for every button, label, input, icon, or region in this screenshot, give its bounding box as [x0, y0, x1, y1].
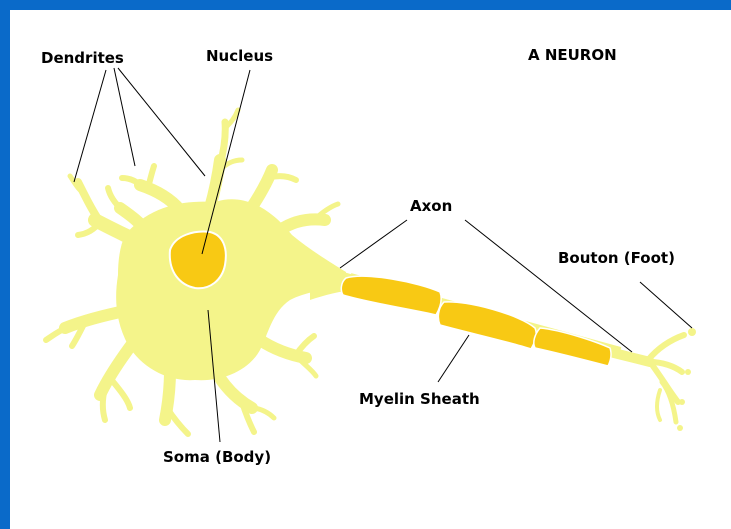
- label-bouton: Bouton (Foot): [558, 251, 675, 266]
- label-soma: Soma (Body): [163, 450, 271, 465]
- neuron-illustration: [10, 10, 731, 529]
- label-myelin-sheath: Myelin Sheath: [359, 392, 480, 407]
- bouton-shape: [688, 328, 696, 336]
- nucleus-shape: [170, 232, 226, 289]
- label-dendrites: Dendrites: [41, 51, 124, 66]
- label-axon: Axon: [410, 199, 452, 214]
- diagram-title: A NEURON: [528, 48, 617, 63]
- diagram-canvas: Dendrites Nucleus A NEURON Axon Bouton (…: [10, 10, 731, 529]
- axon-terminal-shape: [610, 335, 684, 422]
- label-nucleus: Nucleus: [206, 49, 273, 64]
- myelin-sheath-shape: [341, 276, 611, 366]
